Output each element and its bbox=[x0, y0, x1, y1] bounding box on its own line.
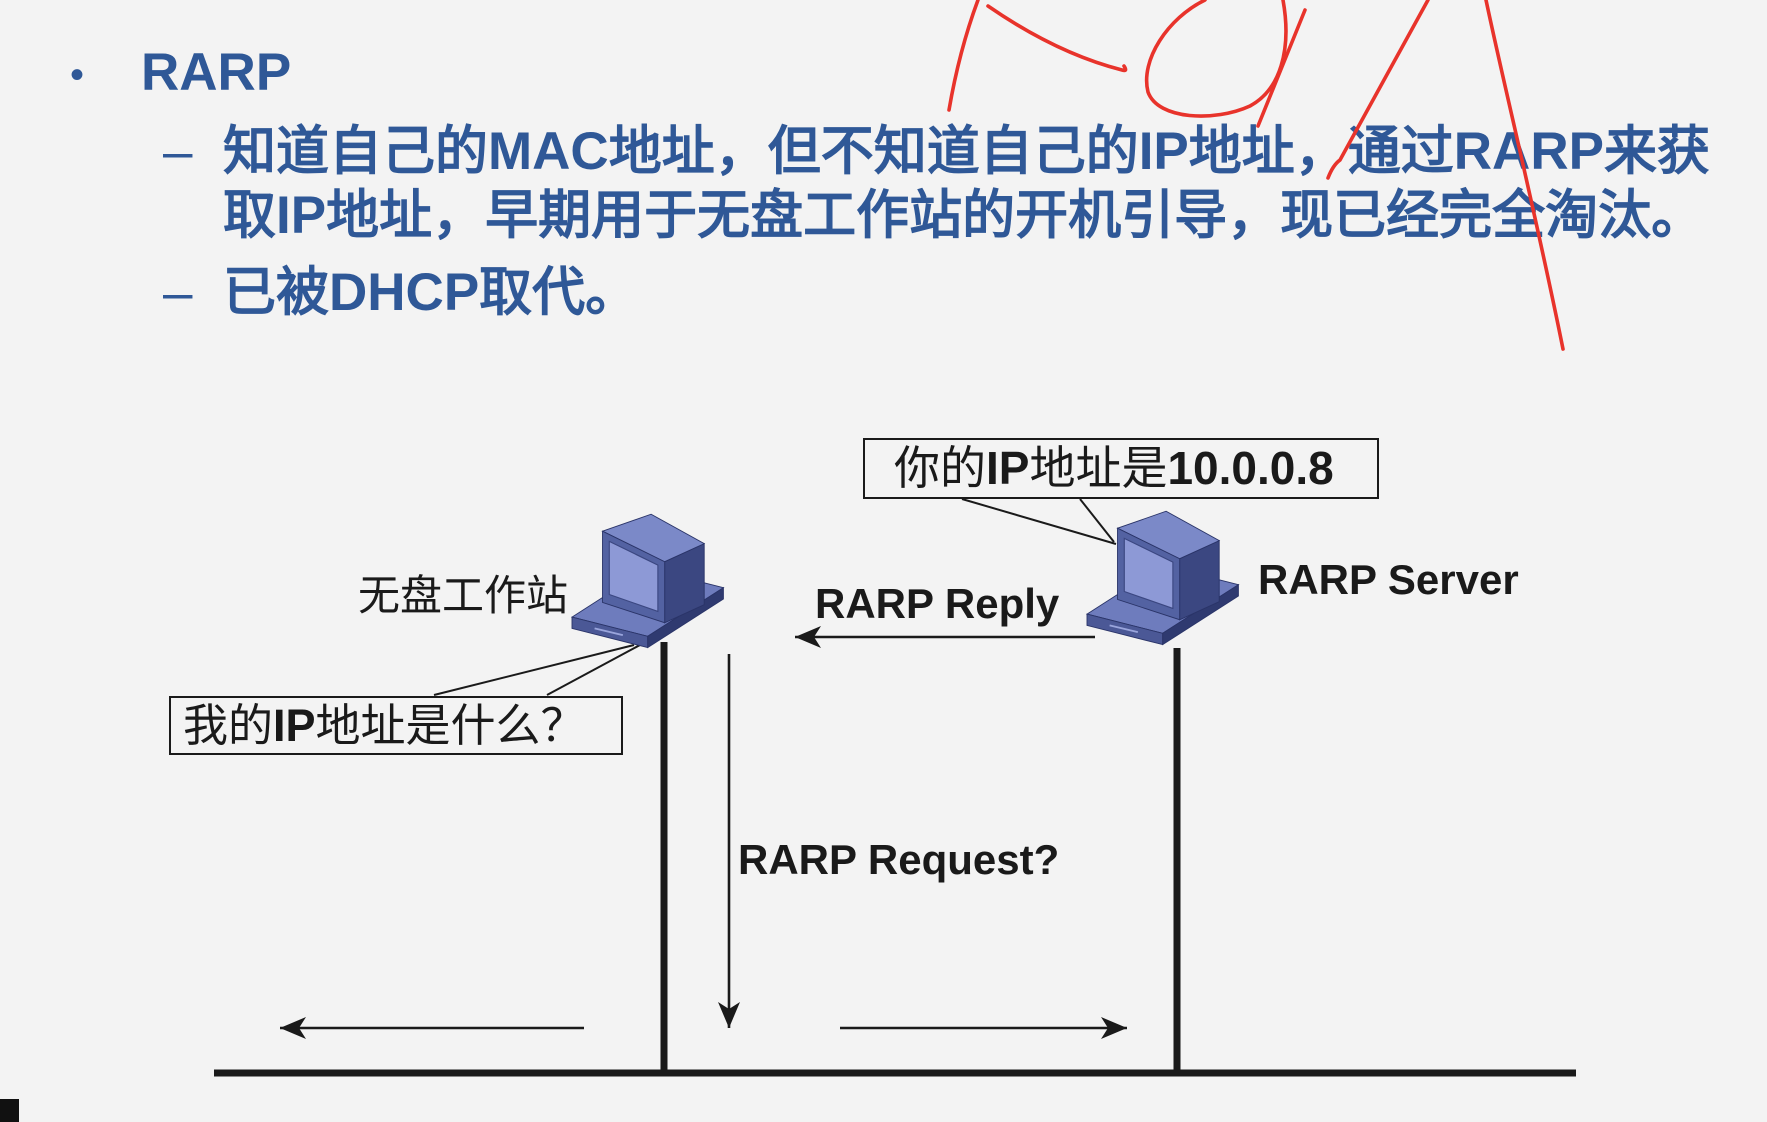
sub-point-line: 已被DHCP取代。 bbox=[223, 263, 639, 322]
sub-point-line: 知道自己的MAC地址，但不知道自己的IP地址，通过RARP来获 bbox=[223, 122, 1710, 181]
server-label: RARP Server bbox=[1258, 556, 1519, 603]
sub-point-2: 已被DHCP取代。 bbox=[223, 261, 638, 325]
sub-point-line: 取IP地址，早期用于无盘工作站的开机引导，现已经完全淘汰。 bbox=[223, 186, 1705, 245]
answer-callout-pointer bbox=[961, 498, 1117, 545]
monitor-screen bbox=[1123, 537, 1174, 610]
answer-text-part: 地址是 bbox=[1029, 443, 1168, 494]
server-computer-icon bbox=[1085, 510, 1240, 646]
monitor-screen bbox=[608, 540, 659, 613]
bullet-dot: • bbox=[70, 53, 85, 97]
answer-ip-address: 10.0.0.8 bbox=[1167, 442, 1334, 494]
client-computer-icon bbox=[570, 513, 725, 649]
sub-point-1: 知道自己的MAC地址，但不知道自己的IP地址，通过RARP来获 取IP地址，早期… bbox=[223, 120, 1710, 248]
question-callout-pointer bbox=[546, 644, 641, 696]
computer-drive-slot bbox=[594, 627, 624, 637]
question-text-ip: IP bbox=[273, 700, 316, 751]
answer-text-ip: IP bbox=[986, 442, 1030, 494]
question-callout-pointer bbox=[433, 644, 635, 696]
sub-bullet-dash: – bbox=[163, 122, 193, 181]
client-question-box: 我的IP地址是什么？ bbox=[169, 696, 623, 755]
server-answer-box: 你的IP地址是10.0.0.8 bbox=[863, 438, 1379, 499]
sub-bullet-dash: – bbox=[163, 263, 193, 322]
corner-marker bbox=[0, 1099, 19, 1122]
computer-drive-slot bbox=[1109, 624, 1139, 634]
answer-callout-pointer bbox=[1079, 498, 1115, 543]
question-text-part: 我的 bbox=[183, 701, 274, 751]
reply-label: RARP Reply bbox=[815, 580, 1060, 627]
request-label: RARP Request? bbox=[738, 836, 1060, 883]
answer-text-part: 你的 bbox=[894, 443, 986, 494]
client-label: 无盘工作站 bbox=[358, 574, 569, 620]
question-text-part: 地址是什么？ bbox=[315, 701, 586, 751]
slide-heading: RARP bbox=[141, 43, 292, 102]
